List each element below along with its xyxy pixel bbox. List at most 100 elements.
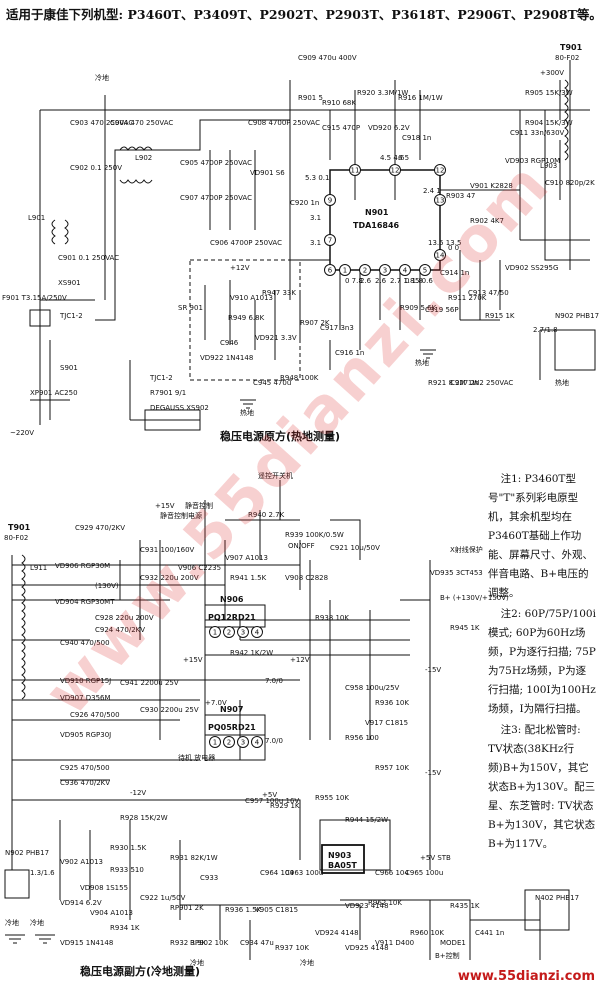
top-label-c903: C903 470 250VAC bbox=[70, 119, 133, 127]
bottom-label-r932: R932 3.9K bbox=[170, 939, 207, 947]
top-label-r921: R921 8.2M 1W bbox=[428, 379, 479, 387]
bottom-label-standby: 待机 放电器 bbox=[178, 753, 215, 762]
top-label-fuse: F901 T3.15A/250V bbox=[2, 294, 67, 302]
bottom-label-r933: R933 510 bbox=[110, 866, 144, 874]
ic-n907-pin-4: 4 bbox=[255, 739, 260, 747]
bottom-label-r930: R930 1.5K bbox=[110, 844, 147, 852]
top-label-r903: R903 47 bbox=[446, 192, 475, 200]
top-label-mains: ~220V bbox=[10, 429, 34, 437]
bottom-label-cold3: 冷地 bbox=[190, 958, 204, 967]
ic-n901-part: TDA16846 bbox=[353, 221, 400, 230]
top-label-r901: R901 5 bbox=[298, 94, 323, 102]
bottom-label-c932: C932 220u 200V bbox=[140, 574, 199, 582]
bottom-label-vd908: VD908 1S155 bbox=[80, 884, 128, 892]
ic-n901-pin-9-circle bbox=[419, 264, 431, 276]
footer-url: www.55dianzi.com bbox=[457, 969, 595, 984]
bottom-label-vd905: VD905 RGP30J bbox=[60, 731, 111, 739]
top-label-c915: C915 470P bbox=[322, 124, 360, 132]
top-label-c910: C910 820p/2K bbox=[545, 179, 595, 187]
bottom-label-cold4: 冷地 bbox=[300, 958, 314, 967]
bottom-label-r957: R957 10K bbox=[375, 764, 409, 772]
transformer-t901-top bbox=[51, 79, 569, 245]
bottom-label-vd907: VD907 D356M bbox=[60, 694, 111, 702]
ic-n901-pin-13-circle bbox=[434, 164, 446, 176]
top-pin-note-p11: 4.5 4.6 bbox=[380, 154, 405, 162]
ic-n901-pin-10-circle bbox=[434, 194, 446, 206]
top-pin-note-p8: 3.1 bbox=[310, 239, 321, 247]
top-label-vd922: VD922 1N4148 bbox=[200, 354, 253, 362]
bottom-label-c963: C963 100u bbox=[285, 869, 323, 877]
top-label-r910: R910 68K bbox=[322, 99, 356, 107]
ic-n901-pin-4: 7 bbox=[328, 237, 332, 245]
top-label-switch: S901 bbox=[60, 364, 78, 372]
bottom-label-p5stb: +5V STB bbox=[420, 854, 451, 862]
top-label-c907: C907 4700P 250VAC bbox=[180, 194, 252, 202]
bottom-label-c934: C934 47u bbox=[240, 939, 274, 947]
ic-n901-pin-8-circle bbox=[399, 264, 411, 276]
top-label-tjc: TJC1-2 bbox=[59, 312, 83, 320]
top-label-r905: R905 15K/3W bbox=[525, 89, 573, 97]
bottom-label-p5: +5V bbox=[262, 791, 277, 799]
top-label-r911: R911 270K bbox=[448, 294, 487, 302]
bottom-label-r938: R938 10K bbox=[315, 614, 349, 622]
bottom-label-m15b: -15V bbox=[425, 666, 441, 674]
bottom-label-mute_ctrl: 静音控制 bbox=[185, 501, 213, 510]
ic-n901-pin-9: 5 bbox=[423, 267, 427, 275]
top-pin-note-p2: 2.6 bbox=[360, 277, 372, 285]
t901-part-bottom: 80-F02 bbox=[4, 534, 28, 542]
ic-n901-pin-12: 6 bbox=[328, 267, 333, 275]
ic-n907-ref: N907 bbox=[220, 705, 243, 714]
top-label-v901: V901 K2828 bbox=[470, 182, 513, 190]
ic-n901-pin-1: 11 bbox=[351, 167, 360, 175]
top-label-r948: R948 100K bbox=[280, 374, 319, 382]
top-label-hot_ground: 热地 bbox=[555, 378, 569, 387]
bottom-label-c957: C957 100u 16V bbox=[245, 797, 299, 805]
ic-n906-pin-1: 1 bbox=[213, 629, 217, 637]
top-label-c902: C902 0.1 250V bbox=[70, 164, 122, 172]
top-label-r947: R947 33K bbox=[262, 289, 296, 297]
top-label-r902: R902 4K7 bbox=[470, 217, 504, 225]
top-label-plug: XP901 AC250 bbox=[30, 389, 78, 397]
top-label-r907: R907 2K bbox=[300, 319, 330, 327]
bottom-label-v902: V902 A1013 bbox=[60, 858, 103, 866]
bottom-label-b_ctrl: B+控制 bbox=[435, 951, 460, 960]
bottom-label-c928: C928 220u 200V bbox=[95, 614, 154, 622]
bottom-label-v907: V907 A1013 bbox=[225, 554, 268, 562]
bottom-label-vd904: VD904 RGP30MT bbox=[55, 598, 115, 606]
top-label-vd903: VD903 RGP10M bbox=[505, 157, 560, 165]
note-2: 注2: 60P/75P/100i模式; 60P为60Hz场频，P为逐行扫描; 7… bbox=[488, 608, 596, 715]
bottom-label-c930: C930 2200u 25V bbox=[140, 706, 199, 714]
bottom-label-v911: V911 D400 bbox=[375, 939, 414, 947]
bottom-label-bplus: B+ (+130V/+150V) bbox=[440, 594, 509, 602]
bottom-section-title: 稳压电源副方(冷地测量) bbox=[80, 964, 200, 978]
bottom-label-p12: +12V bbox=[290, 656, 310, 664]
ic-n903-ref: N903 bbox=[328, 851, 351, 860]
ic-n907-pin-2: 2 bbox=[227, 739, 231, 747]
bottom-label-r956: R956 100 bbox=[345, 734, 379, 742]
bottom-label-rp901: RP901 2K bbox=[170, 904, 204, 912]
ic-n901-pin-3: 9 bbox=[328, 197, 332, 205]
ic-n901-pin-11-circle bbox=[434, 249, 446, 261]
top-label-degauss: DEGAUSS XS902 bbox=[150, 404, 209, 412]
bottom-label-c936: C936 470/2KV bbox=[60, 779, 110, 787]
top-pin-note-n902: 2.7/1.8 bbox=[533, 326, 558, 334]
bottom-label-r941: R941 1.5K bbox=[230, 574, 267, 582]
bottom-label-r937: R937 10K bbox=[275, 944, 309, 952]
top-label-vd901: VD901 S6 bbox=[250, 169, 285, 177]
bottom-label-vd910: VD910 RGP15J bbox=[60, 677, 111, 685]
bottom-label-r929: R929 1K bbox=[270, 802, 300, 810]
bottom-label-m12: -12V bbox=[130, 789, 146, 797]
bottom-label-n902b: N902 PHB17 bbox=[5, 849, 49, 857]
top-label-ground2: 热地 bbox=[415, 358, 429, 367]
bottom-label-remote: 遥控开关机 bbox=[258, 471, 293, 480]
bottom-label-vd914: VD914 6.2V bbox=[60, 899, 102, 907]
bottom-label-c931: C931 100/160V bbox=[140, 546, 195, 554]
top-label-n902: N902 PHB17 bbox=[555, 312, 599, 320]
ic-n907-part: PQ05RD21 bbox=[208, 723, 256, 732]
bottom-label-v917: V917 C1815 bbox=[365, 719, 408, 727]
top-label-r949: R949 6.8K bbox=[228, 314, 265, 322]
top-label-c916: C916 1n bbox=[335, 349, 364, 357]
